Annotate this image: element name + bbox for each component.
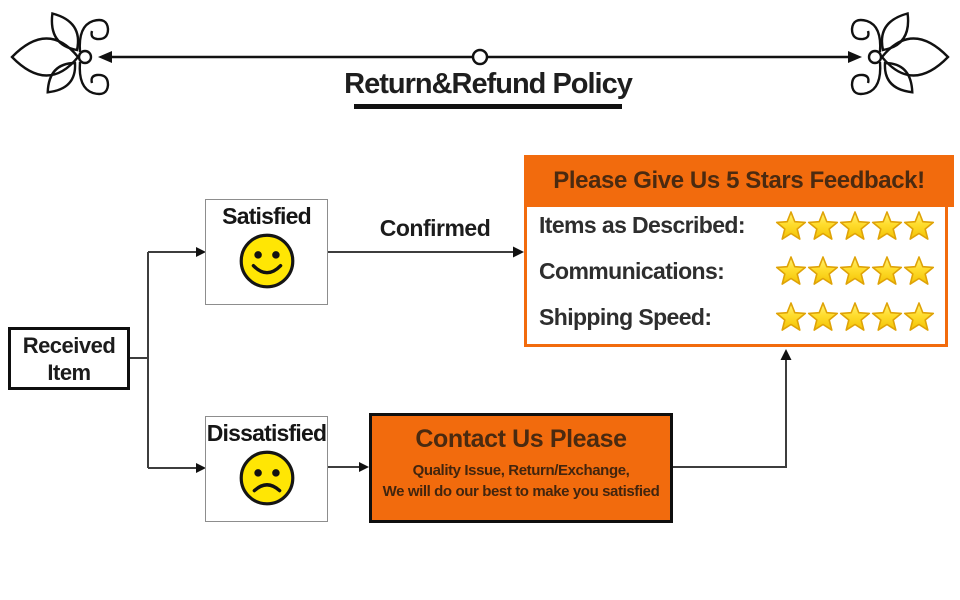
title-underline bbox=[354, 104, 622, 109]
flourish-ornament-right bbox=[848, 12, 950, 96]
happy-face-icon bbox=[239, 233, 294, 289]
star-icon bbox=[839, 302, 871, 332]
star-icon bbox=[839, 256, 871, 286]
feedback-title: Please Give Us 5 Stars Feedback! bbox=[553, 167, 925, 194]
satisfied-box: Satisfied bbox=[205, 199, 328, 305]
star-icon bbox=[807, 302, 839, 332]
divider-center-dot bbox=[471, 48, 489, 66]
flow-lines bbox=[130, 251, 787, 469]
feedback-box: Please Give Us 5 Stars Feedback! Items a… bbox=[524, 155, 954, 347]
feedback-header: Please Give Us 5 Stars Feedback! bbox=[524, 155, 954, 207]
star-icon bbox=[903, 211, 935, 240]
left-arrowhead-icon bbox=[98, 51, 112, 63]
dissatisfied-label: Dissatisfied bbox=[206, 420, 327, 446]
feedback-row-label: Items as Described: bbox=[539, 212, 746, 239]
star-icon bbox=[871, 211, 903, 240]
contact-line-1: Quality Issue, Return/Exchange, bbox=[412, 462, 630, 479]
star-icon bbox=[775, 211, 807, 240]
confirmed-label: Confirmed bbox=[379, 215, 491, 241]
header-divider bbox=[110, 48, 850, 66]
star-icon bbox=[871, 256, 903, 286]
star-icon bbox=[903, 256, 935, 286]
received-item-box: Received Item bbox=[8, 327, 130, 390]
feedback-row: Shipping Speed: bbox=[539, 301, 935, 333]
star-icon bbox=[807, 211, 839, 240]
received-item-label: Received Item bbox=[22, 332, 116, 385]
contact-line-2: We will do our best to make you satisfie… bbox=[382, 483, 660, 500]
feedback-row: Communications: bbox=[539, 255, 935, 287]
contact-us-box: Contact Us Please Quality Issue, Return/… bbox=[369, 413, 673, 523]
flow-arrowheads bbox=[196, 246, 792, 473]
feedback-body: Items as Described: Communications: Ship… bbox=[527, 201, 945, 344]
star-icon bbox=[775, 302, 807, 332]
star-rating bbox=[775, 210, 935, 242]
satisfied-label: Satisfied bbox=[222, 203, 311, 229]
feedback-row: Items as Described: bbox=[539, 210, 935, 242]
sad-face-icon bbox=[239, 450, 294, 506]
star-icon bbox=[839, 211, 871, 240]
feedback-row-label: Communications: bbox=[539, 257, 725, 284]
star-rating bbox=[775, 301, 935, 333]
contact-title: Contact Us Please bbox=[415, 425, 627, 453]
feedback-row-label: Shipping Speed: bbox=[539, 303, 712, 330]
star-icon bbox=[775, 256, 807, 286]
dissatisfied-box: Dissatisfied bbox=[205, 416, 328, 522]
star-rating bbox=[775, 255, 935, 287]
page-title: Return&Refund Policy bbox=[344, 68, 633, 100]
flourish-ornament-left bbox=[10, 12, 112, 96]
star-icon bbox=[871, 302, 903, 332]
right-arrowhead-icon bbox=[848, 51, 862, 63]
star-icon bbox=[807, 256, 839, 286]
star-icon bbox=[903, 302, 935, 332]
